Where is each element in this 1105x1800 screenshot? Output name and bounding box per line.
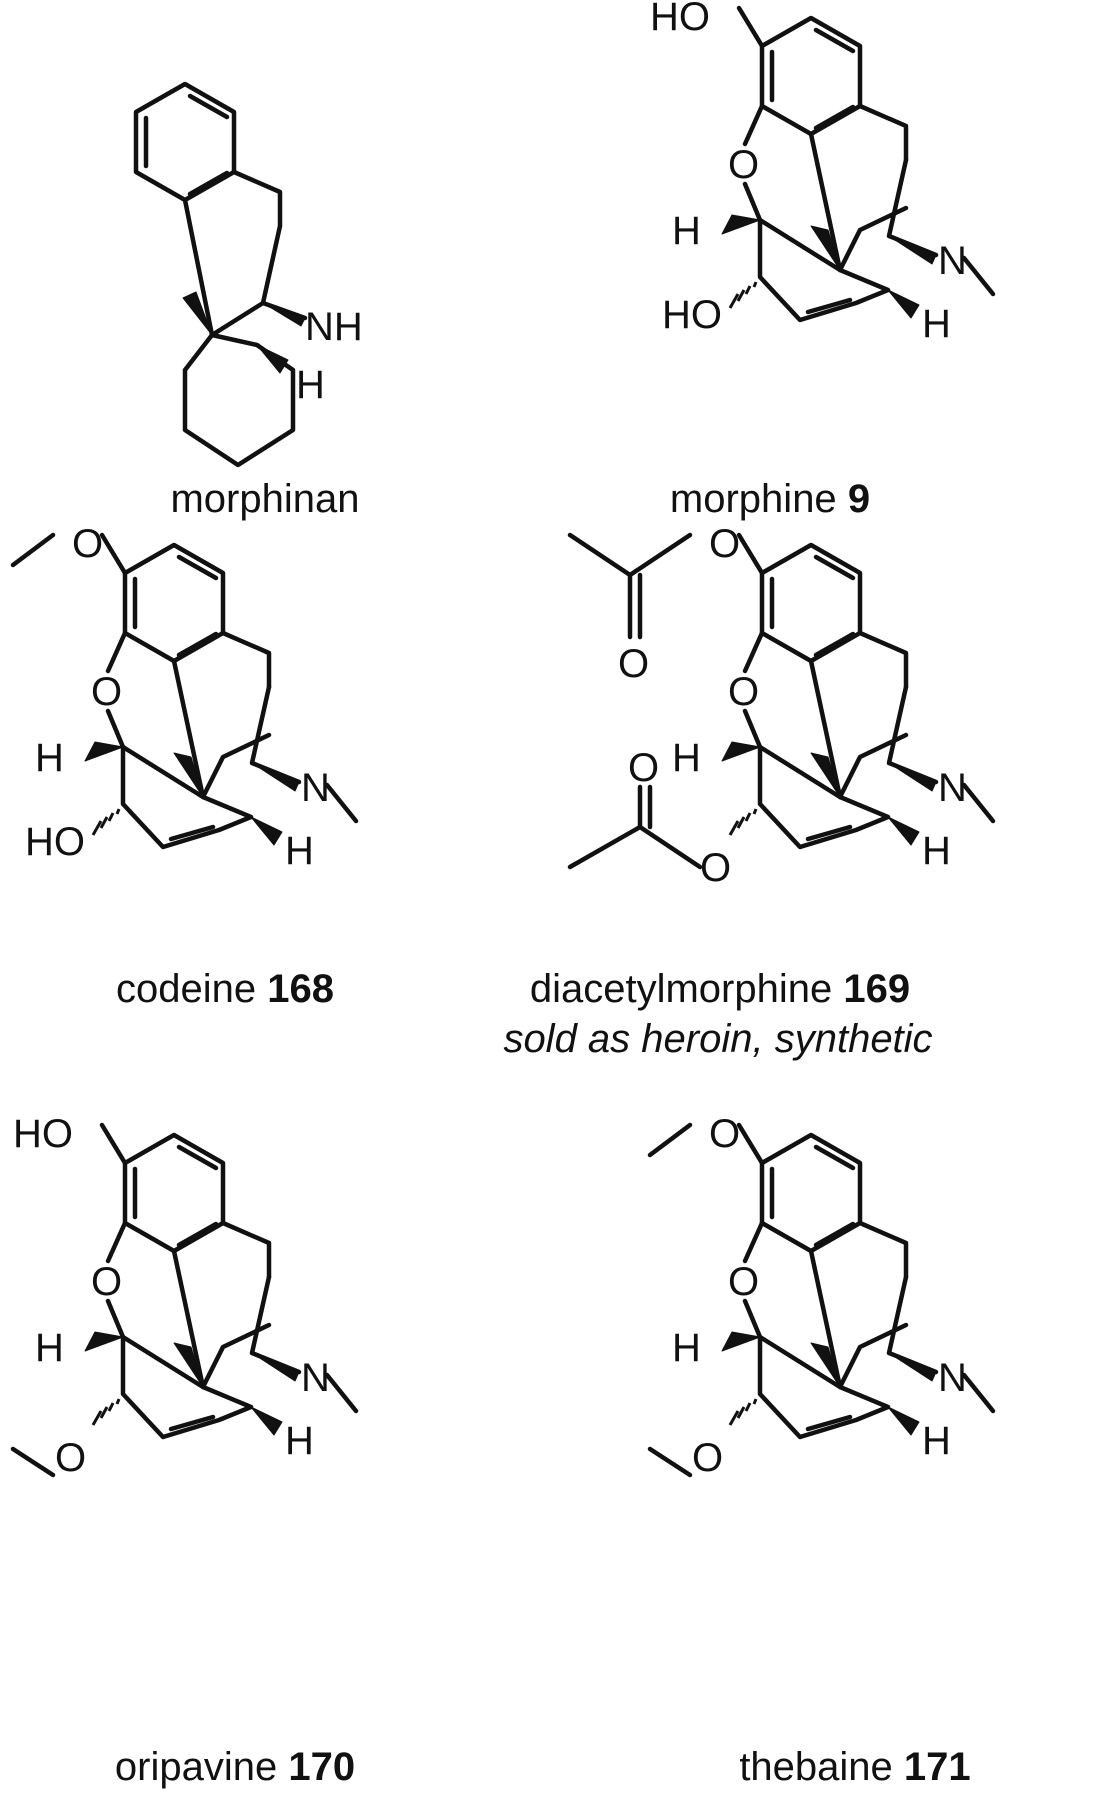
diacetylmorphine-caption: diacetylmorphine 169 — [530, 967, 910, 1011]
ether-h-label: H — [35, 1326, 64, 1370]
ether-h-label: H — [35, 736, 64, 780]
ether-h-label: H — [672, 209, 701, 253]
heroin-note: sold as heroin, synthetic — [503, 1017, 932, 1061]
diacetylmorphine-structure: O O O O O H H N — [567, 522, 993, 890]
ether-o-label: O — [91, 1260, 122, 1304]
compound-name: thebaine — [739, 1745, 892, 1789]
compound-number: 169 — [843, 967, 910, 1011]
compound-number: 168 — [267, 967, 334, 1011]
ether-o-label: O — [728, 1260, 759, 1304]
ring-h-label: H — [285, 1419, 314, 1463]
methoxy-c6-o-label: O — [692, 1436, 723, 1480]
compound-name: codeine — [116, 967, 256, 1011]
amine-n-label: N — [938, 1356, 967, 1400]
thebaine-caption: thebaine 171 — [739, 1745, 970, 1789]
ether-o-label: O — [728, 670, 759, 714]
amine-n-label: N — [301, 1356, 330, 1400]
alcohol-ho-label: HO — [662, 293, 722, 337]
amine-n-label: N — [301, 766, 330, 810]
thebaine-structure: O O H H O N — [647, 1112, 993, 1480]
alcohol-ho-label: HO — [25, 820, 85, 864]
codeine-structure: O O H H HO N — [10, 522, 356, 873]
compound-number: 171 — [904, 1745, 971, 1789]
amine-nh-label: NH — [305, 305, 363, 349]
ring-h-label: H — [922, 302, 951, 346]
amine-n-label: N — [938, 239, 967, 283]
methoxy-o-label: O — [709, 1112, 740, 1156]
morphinan-caption: morphinan — [170, 477, 359, 521]
oripavine-structure: HO O H H O N — [10, 1112, 356, 1480]
ring-h-label: H — [285, 829, 314, 873]
compound-number: 9 — [848, 477, 870, 521]
codeine-caption: codeine 168 — [116, 967, 334, 1011]
ring-h-label: H — [922, 829, 951, 873]
carbonyl-o-top-label: O — [618, 642, 649, 686]
carbonyl-o-bottom-label: O — [628, 746, 659, 790]
amine-n-label: N — [938, 766, 967, 810]
methoxy-c6-o-label: O — [55, 1436, 86, 1480]
methoxy-o-label: O — [72, 522, 103, 566]
ether-h-label: H — [672, 1326, 701, 1370]
ether-h-label: H — [672, 736, 701, 780]
ring-h-label: H — [296, 363, 325, 407]
compound-name: oripavine — [115, 1745, 277, 1789]
compound-name: diacetylmorphine — [530, 967, 832, 1011]
ester-o-bottom-label: O — [700, 846, 731, 890]
compound-name: morphine — [670, 477, 837, 521]
oripavine-caption: oripavine 170 — [115, 1745, 355, 1789]
ether-o-label: O — [728, 143, 759, 187]
ring-h-label: H — [922, 1419, 951, 1463]
morphinan-structure: NH H morphinan — [133, 81, 363, 521]
morphine-caption: morphine 9 — [670, 477, 870, 521]
phenol-ho-label: HO — [650, 0, 710, 39]
morphine-structure: HO O H H HO N — [650, 0, 993, 346]
ether-o-label: O — [91, 670, 122, 714]
compound-number: 170 — [288, 1745, 355, 1789]
compound-name: morphinan — [170, 477, 359, 521]
phenol-ho-label: HO — [13, 1112, 73, 1156]
ester-o-top-label: O — [709, 522, 740, 566]
